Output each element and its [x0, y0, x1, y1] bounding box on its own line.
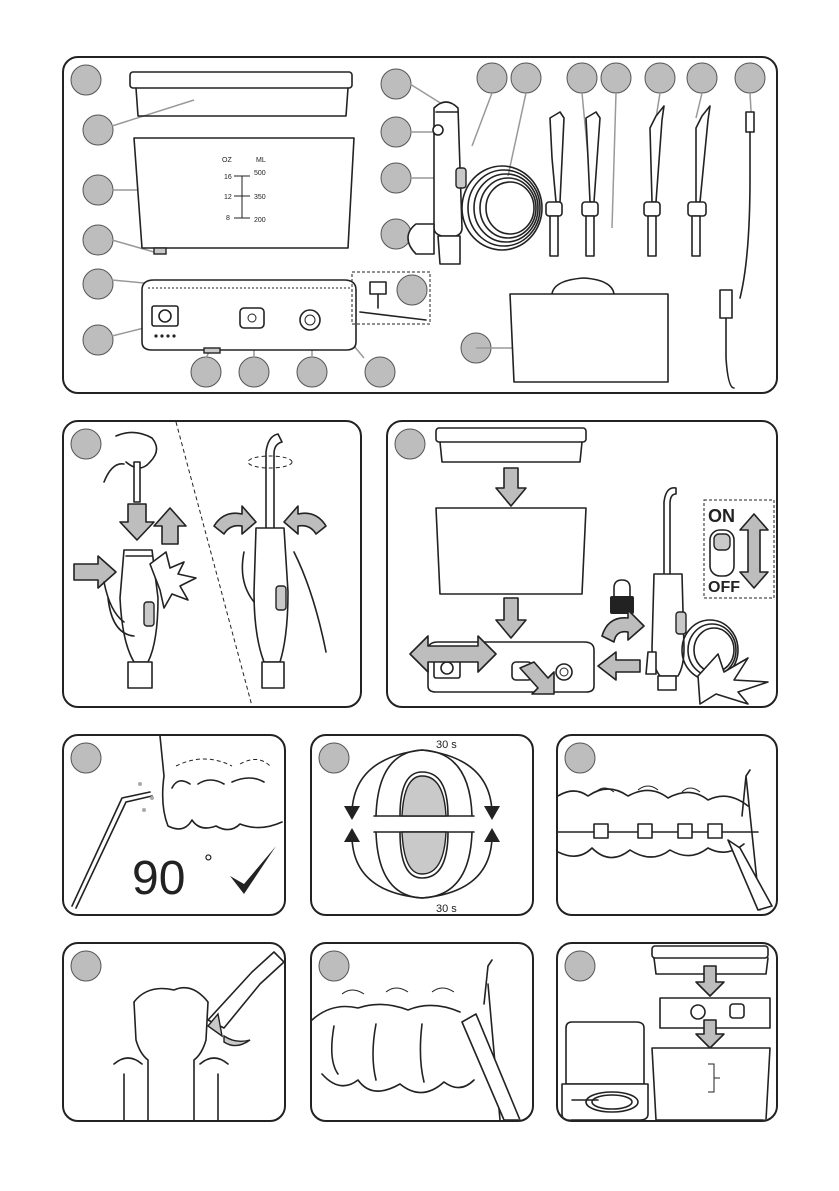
checkmark-icon — [230, 846, 276, 894]
panel-number-circle — [71, 951, 101, 981]
panel-number-circle — [71, 65, 101, 95]
ml-tick-200: 200 — [254, 217, 266, 224]
padlock-icon — [610, 580, 634, 614]
ml-tick-500: 500 — [254, 170, 266, 177]
timing-bottom-label: 30 s — [436, 903, 457, 914]
switch-on-label: ON — [708, 506, 735, 526]
panel-number-circle — [565, 743, 595, 773]
travel-case — [510, 278, 668, 382]
scale-ml-label: ML — [256, 157, 266, 164]
lid-illustration — [652, 946, 768, 958]
panel-angle: 90 ° — [62, 734, 286, 916]
oz-tick-12: 12 — [224, 194, 232, 201]
travel-case-open — [562, 1022, 648, 1120]
oz-tick-16: 16 — [224, 174, 232, 181]
nozzles — [546, 106, 710, 256]
panel-storage — [556, 942, 778, 1122]
hose-coil — [462, 166, 542, 250]
panel-number-circle — [319, 951, 349, 981]
usb-cable — [720, 112, 754, 388]
panel-nozzle-attach — [62, 420, 362, 708]
rotate-arrow-icon — [602, 610, 644, 642]
panel-assembly: ON OFF — [386, 420, 778, 708]
switch-off-label: OFF — [708, 579, 740, 596]
lid-illustration — [436, 428, 586, 462]
panel-number-circle — [565, 951, 595, 981]
reservoir-illustration — [652, 1048, 770, 1120]
oz-tick-8: 8 — [226, 215, 230, 222]
panel-gumline — [62, 942, 286, 1122]
scale-oz-label: OZ — [222, 157, 232, 164]
angle-degree-symbol: ° — [204, 850, 213, 875]
panel-number-circle — [71, 743, 101, 773]
angle-value: 90 — [132, 852, 185, 905]
panel-front-teeth — [310, 942, 534, 1122]
panel-number-circle — [71, 429, 101, 459]
lock-knob — [300, 310, 320, 330]
panel-number-circle — [319, 743, 349, 773]
hand-inserting-nozzle — [74, 432, 196, 688]
teeth-illustration — [160, 736, 282, 830]
panel-overview: OZ ML 16 12 8 500 350 200 — [62, 56, 778, 394]
panel-braces — [556, 734, 778, 916]
handle — [408, 102, 466, 264]
water-reservoir: OZ ML 16 12 8 500 350 200 — [134, 138, 354, 254]
switch-inset: ON OFF — [704, 500, 774, 598]
base-unit — [142, 280, 356, 353]
panel-timing: 30 s 30 s — [310, 734, 534, 916]
rotating-nozzle-illustration — [214, 434, 326, 688]
ml-tick-350: 350 — [254, 194, 266, 201]
panel-number-circle — [395, 429, 425, 459]
reservoir-illustration — [436, 508, 586, 594]
power-button — [240, 308, 264, 328]
timing-top-label: 30 s — [436, 739, 457, 751]
